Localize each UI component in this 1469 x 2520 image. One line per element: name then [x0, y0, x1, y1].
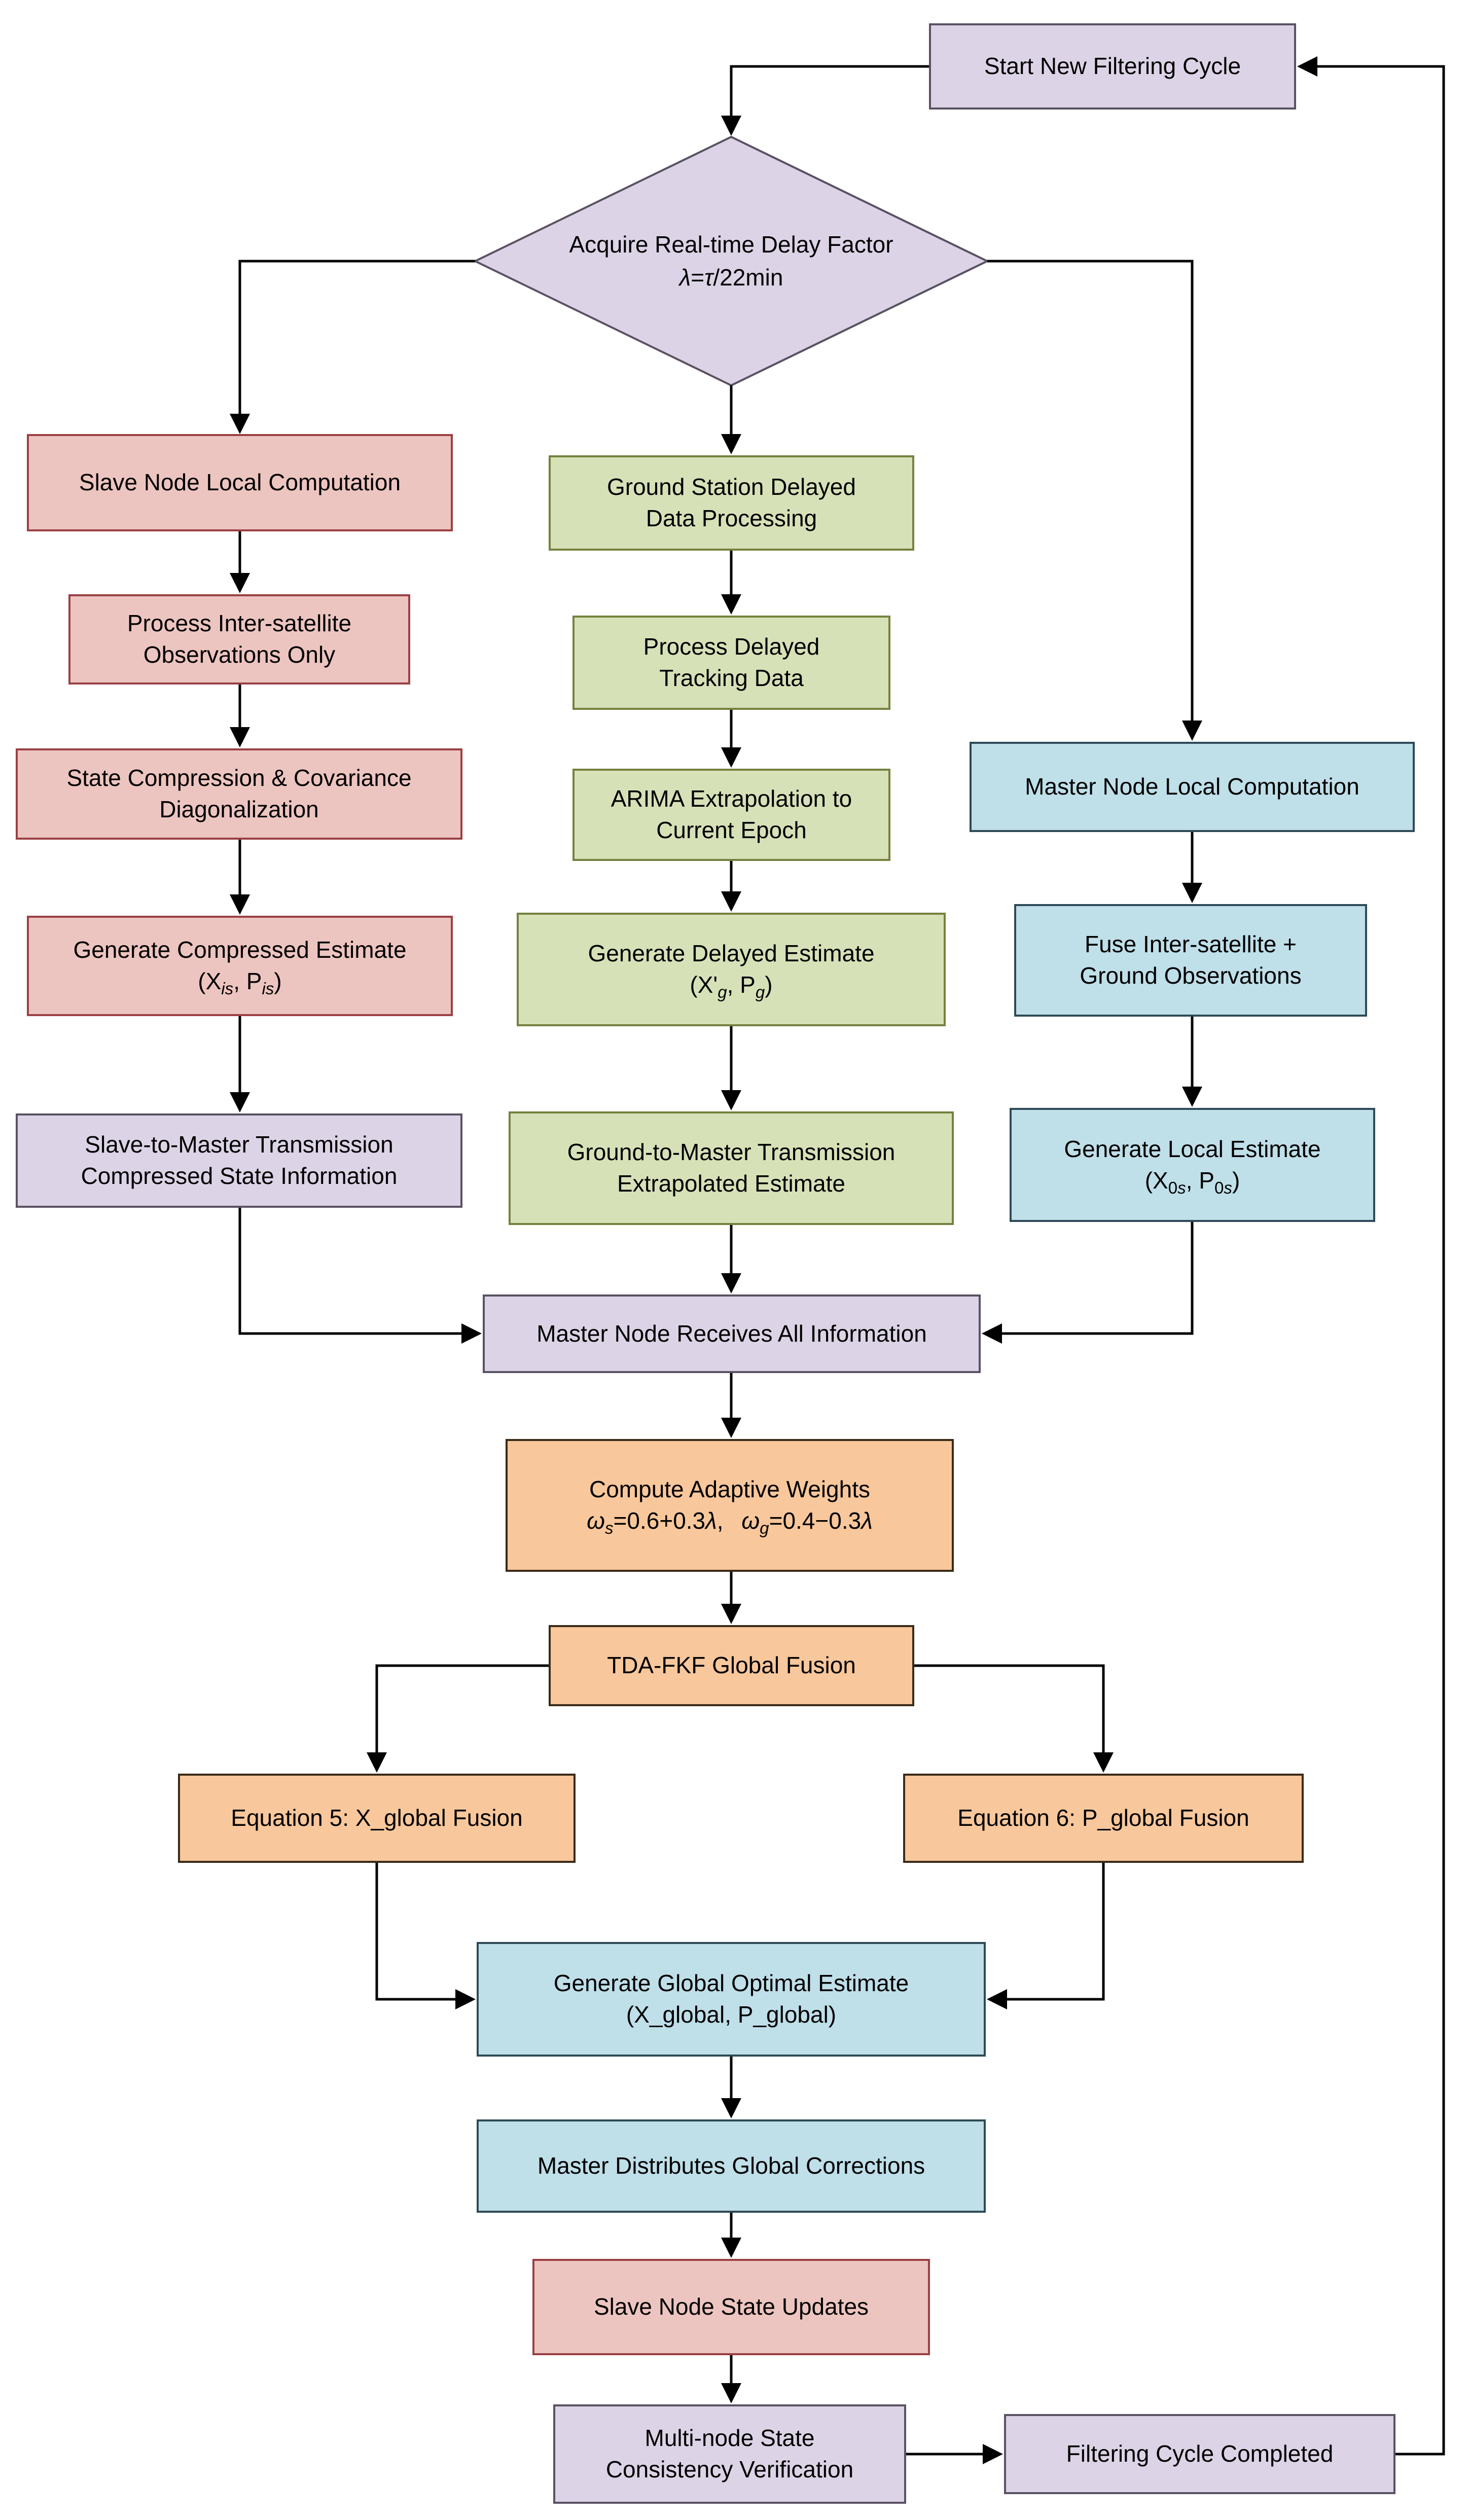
- node-weights: Compute Adaptive Weights ωs=0.6+0.3λ, ωg…: [506, 1439, 954, 1572]
- node-label: Consistency Verification: [605, 2456, 854, 2482]
- node-label: Process Delayed: [643, 633, 820, 660]
- node-process-intersat: Process Inter-satellite Observations Onl…: [68, 594, 410, 685]
- node-arima: ARIMA Extrapolation to Current Epoch: [572, 769, 890, 861]
- arrow-completed-loop-to-start: [1297, 56, 1445, 2456]
- node-label: State Compression & Covariance: [66, 765, 412, 791]
- node-label: Equation 6: P_global Fusion: [957, 1805, 1249, 1831]
- node-label: Process Inter-satellite: [127, 610, 352, 637]
- node-label: (X_global, P_global): [626, 2001, 837, 2028]
- node-label: Slave Node Local Computation: [79, 469, 401, 496]
- node-decision: Acquire Real-time Delay Factor λ=τ/22min: [500, 194, 962, 329]
- node-label: (X0s, P0s): [1144, 1167, 1240, 1198]
- node-label: Extrapolated Estimate: [617, 1170, 845, 1197]
- node-label: Master Node Local Computation: [1025, 773, 1359, 800]
- arrow-gen-local-to-receives: [982, 1222, 1194, 1344]
- node-label: Generate Compressed Estimate: [73, 937, 407, 963]
- node-label: Generate Delayed Estimate: [588, 940, 875, 967]
- node-label: Generate Global Optimal Estimate: [553, 1970, 909, 1997]
- node-label: Master Distributes Global Corrections: [537, 2152, 925, 2179]
- node-gen-delayed: Generate Delayed Estimate (X'g, Pg): [517, 913, 946, 1026]
- arrow-slave-to-master-to-receives: [238, 1208, 482, 1344]
- node-completed: Filtering Cycle Completed: [1004, 2414, 1395, 2494]
- node-label: Master Node Receives All Information: [536, 1320, 927, 1347]
- arrow-tda-fkf-to-eq5: [367, 1664, 549, 1773]
- node-label: Multi-node State: [644, 2425, 815, 2452]
- node-label: (Xis, Pis): [198, 968, 282, 999]
- node-eq6: Equation 6: P_global Fusion: [903, 1774, 1304, 1863]
- node-gen-compressed: Generate Compressed Estimate (Xis, Pis): [27, 916, 453, 1016]
- node-label: Compressed State Information: [81, 1163, 398, 1189]
- node-label: Current Epoch: [656, 817, 807, 843]
- node-ground-to-master: Ground-to-Master Transmission Extrapolat…: [509, 1111, 954, 1225]
- node-label: Equation 5: X_global Fusion: [231, 1805, 523, 1831]
- arrow-tda-fkf-to-eq6: [914, 1664, 1114, 1773]
- node-label: Ground Observations: [1080, 962, 1302, 989]
- node-label: Observations Only: [143, 641, 336, 668]
- arrow-eq6-to-gen-global: [987, 1863, 1105, 2009]
- node-label: Slave Node State Updates: [593, 2293, 869, 2320]
- node-label: Compute Adaptive Weights: [589, 1476, 871, 1503]
- node-receives: Master Node Receives All Information: [483, 1294, 981, 1373]
- node-slave-local: Slave Node Local Computation: [27, 434, 453, 531]
- arrow-decision-to-slave-local: [230, 260, 475, 434]
- node-master-local: Master Node Local Computation: [970, 742, 1415, 832]
- node-label: Acquire Real-time Delay Factor: [569, 231, 893, 258]
- arrow-decision-to-master-local: [987, 260, 1202, 741]
- node-process-delayed: Process Delayed Tracking Data: [572, 616, 890, 710]
- node-fuse-obs: Fuse Inter-satellite + Ground Observatio…: [1014, 904, 1367, 1017]
- node-label: ARIMA Extrapolation to: [611, 785, 852, 812]
- node-label: Ground Station Delayed: [607, 474, 856, 500]
- node-gen-global: Generate Global Optimal Estimate (X_glob…: [477, 1942, 986, 2057]
- node-ground-delayed: Ground Station Delayed Data Processing: [549, 455, 914, 551]
- node-label: Generate Local Estimate: [1064, 1135, 1321, 1162]
- node-label: Fuse Inter-satellite +: [1084, 931, 1297, 958]
- node-start: Start New Filtering Cycle: [929, 23, 1296, 110]
- node-distribute: Master Distributes Global Corrections: [477, 2119, 986, 2213]
- node-label: Tracking Data: [659, 665, 804, 691]
- node-label: (X'g, Pg): [690, 971, 773, 1002]
- node-label: Diagonalization: [159, 796, 319, 822]
- node-verification: Multi-node State Consistency Verificatio…: [553, 2404, 906, 2504]
- node-eq5: Equation 5: X_global Fusion: [178, 1774, 576, 1863]
- node-label: λ=τ/22min: [679, 264, 783, 291]
- node-slave-updates: Slave Node State Updates: [532, 2259, 930, 2355]
- node-label: Start New Filtering Cycle: [984, 53, 1241, 80]
- arrow-eq5-to-gen-global: [375, 1863, 476, 2009]
- node-label: TDA-FKF Global Fusion: [607, 1652, 856, 1679]
- node-tda-fkf: TDA-FKF Global Fusion: [549, 1625, 914, 1706]
- node-state-compression: State Compression & Covariance Diagonali…: [16, 748, 462, 840]
- node-label: Slave-to-Master Transmission: [85, 1131, 393, 1158]
- node-label: Data Processing: [646, 505, 817, 531]
- node-slave-to-master: Slave-to-Master Transmission Compressed …: [16, 1113, 462, 1208]
- node-label: Ground-to-Master Transmission: [567, 1139, 895, 1166]
- node-label: ωs=0.6+0.3λ, ωg=0.4−0.3λ: [587, 1507, 873, 1538]
- arrow-start-to-decision: [721, 65, 929, 136]
- node-label: Filtering Cycle Completed: [1066, 2440, 1334, 2467]
- node-gen-local: Generate Local Estimate (X0s, P0s): [1010, 1108, 1375, 1222]
